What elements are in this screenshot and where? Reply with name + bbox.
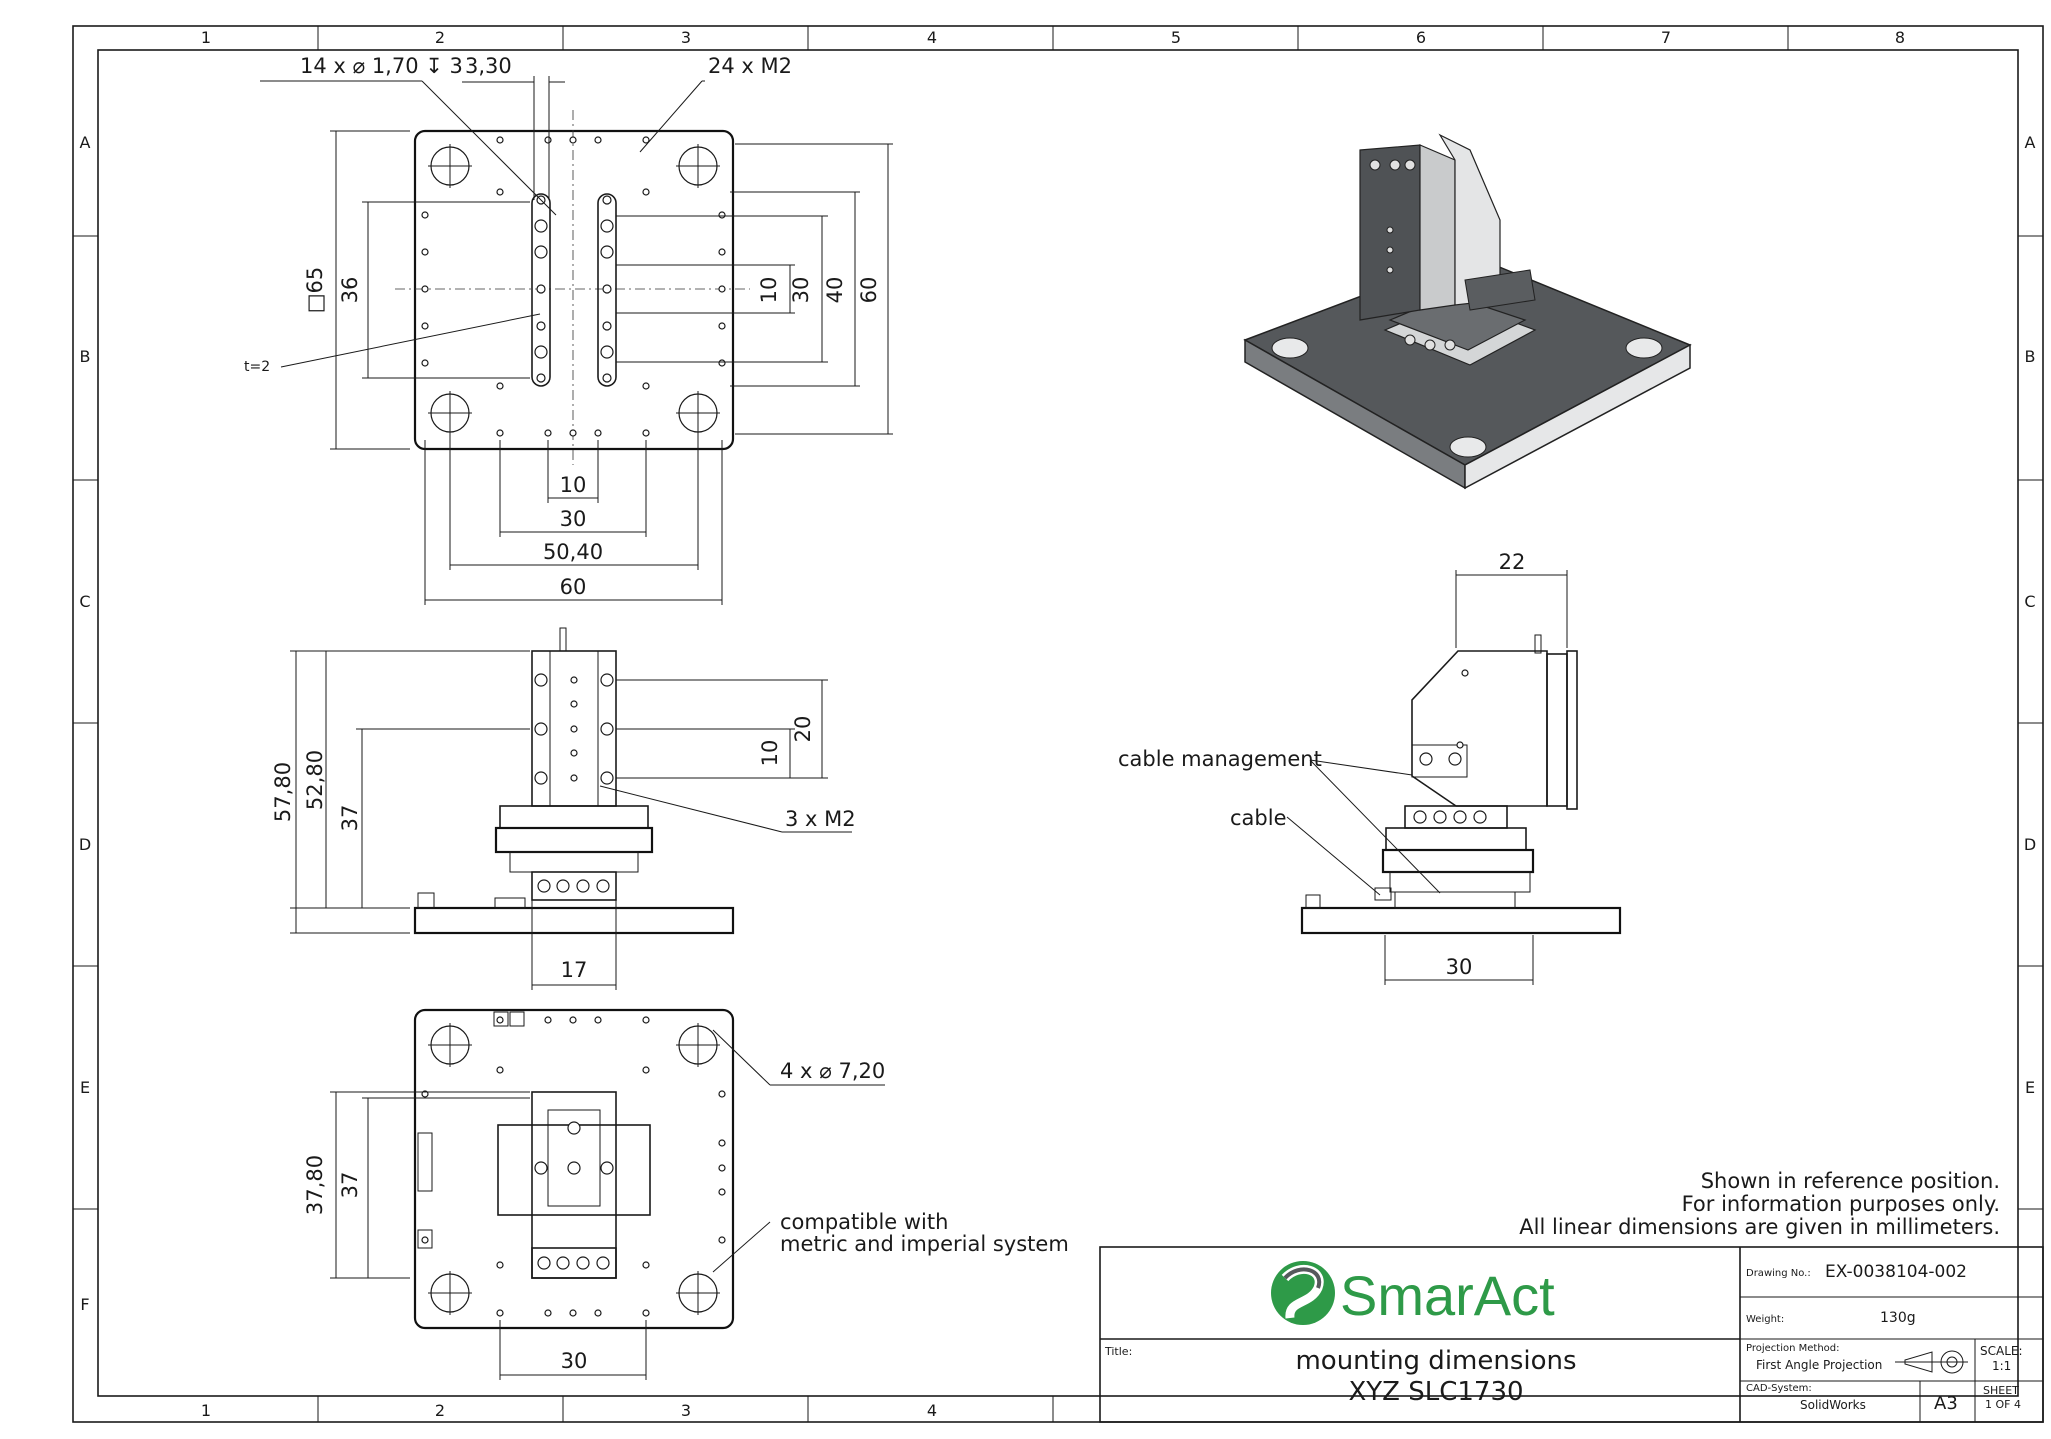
- sheet-label: SHEET: [1983, 1384, 2019, 1397]
- weight-label: Weight:: [1746, 1314, 1784, 1325]
- row-label-left-d: D: [79, 835, 91, 854]
- dim-60-horizontal: 60: [560, 575, 587, 599]
- dim-40-vertical: 40: [823, 277, 847, 304]
- dim-60-vertical: 60: [857, 277, 881, 304]
- front-view-baseplate: [413, 906, 735, 935]
- zone-labels: 1 2 3 4 5 6 7 8 1 2 3 4 A B C D E F A B …: [79, 28, 2036, 1420]
- dim-17: 17: [561, 958, 588, 982]
- side-view-baseplate: [1300, 906, 1622, 935]
- mounting-slot: [531, 193, 551, 387]
- dim-3-30: 3,30: [465, 54, 512, 78]
- bottom-view-plate: [413, 1008, 735, 1330]
- sheet-value: 1 OF 4: [1985, 1398, 2021, 1411]
- side-view-bracket: [1411, 650, 1548, 807]
- dim-37-80: 37,80: [303, 1155, 327, 1215]
- col-label-top-6: 6: [1416, 28, 1426, 47]
- dim-22: 22: [1499, 550, 1526, 574]
- dim-30-vertical: 30: [789, 277, 813, 304]
- isometric-view: [1243, 133, 1692, 490]
- row-label-right-a: A: [2025, 133, 2036, 152]
- front-view: 57,80 52,80 37 20 10 3 x M2 17: [271, 627, 856, 990]
- callout-hole-pattern: 14 x ⌀ 1,70 ↧ 3: [300, 54, 463, 78]
- bottom-view: 37,80 37 4 x ⌀ 7,20 compatible with metr…: [303, 1008, 1069, 1380]
- dim-50-40: 50,40: [543, 540, 603, 564]
- callout-hole-7-20: 4 x ⌀ 7,20: [780, 1059, 885, 1083]
- col-label-bottom-1: 1: [201, 1401, 211, 1420]
- callout-thread-3xM2: 3 x M2: [785, 807, 856, 831]
- dim-10-horizontal: 10: [560, 473, 587, 497]
- row-label-right-b: B: [2025, 347, 2036, 366]
- title-line1: mounting dimensions: [1295, 1346, 1576, 1376]
- dim-52-80: 52,80: [303, 750, 327, 810]
- col-label-top-5: 5: [1171, 28, 1181, 47]
- top-view: 14 x ⌀ 1,70 ↧ 3 3,30 24 x M2 □65 36 10 3…: [244, 54, 893, 605]
- dim-37: 37: [338, 805, 362, 832]
- note-line3: All linear dimensions are given in milli…: [1519, 1215, 2000, 1239]
- dim-57-80: 57,80: [271, 762, 295, 822]
- mounting-slot: [597, 193, 617, 387]
- zone-grid: [73, 26, 2043, 1422]
- row-label-left-a: A: [80, 133, 91, 152]
- dim-square-65: □65: [303, 267, 327, 314]
- dim-37-bottom: 37: [338, 1172, 362, 1199]
- title-line2: XYZ SLC1730: [1348, 1377, 1523, 1407]
- col-label-bottom-4: 4: [927, 1401, 937, 1420]
- general-notes: Shown in reference position. For informa…: [1519, 1169, 2000, 1239]
- side-view: 22 cable management cable 30: [1118, 550, 1622, 985]
- top-view-plate: [413, 129, 735, 451]
- callout-thickness: t=2: [244, 359, 270, 375]
- dim-36: 36: [338, 277, 362, 304]
- format-value: A3: [1934, 1393, 1958, 1414]
- smaract-logo: SmarAct: [1271, 1261, 1555, 1327]
- title-block: SmarAct Title: mounting dimensions XYZ S…: [1099, 1246, 2044, 1423]
- row-label-left-f: F: [80, 1295, 89, 1314]
- dim-20: 20: [791, 716, 815, 743]
- col-label-bottom-2: 2: [435, 1401, 445, 1420]
- col-label-top-1: 1: [201, 28, 211, 47]
- callout-thread-24xM2: 24 x M2: [708, 54, 792, 78]
- row-label-left-c: C: [79, 592, 90, 611]
- note-line2: For information purposes only.: [1682, 1192, 2000, 1216]
- front-view-y-stage: [499, 805, 649, 829]
- projection-value: First Angle Projection: [1756, 1358, 1882, 1372]
- title-label: Title:: [1104, 1345, 1132, 1358]
- col-label-top-7: 7: [1661, 28, 1671, 47]
- weight-value: 130g: [1880, 1310, 1916, 1326]
- col-label-top-4: 4: [927, 28, 937, 47]
- first-angle-projection-icon: [1895, 1350, 1968, 1374]
- outer-frame: [72, 25, 2044, 1423]
- front-view-x-stage: [494, 826, 654, 854]
- label-cable: cable: [1230, 806, 1287, 830]
- scale-value: 1:1: [1992, 1359, 2011, 1373]
- row-label-right-e: E: [2025, 1078, 2035, 1097]
- dim-30-bottom: 30: [561, 1349, 588, 1373]
- cad-value: SolidWorks: [1800, 1398, 1866, 1412]
- dim-30-side: 30: [1446, 955, 1473, 979]
- dim-10-vertical: 10: [757, 277, 781, 304]
- col-label-top-8: 8: [1895, 28, 1905, 47]
- col-label-top-3: 3: [681, 28, 691, 47]
- row-label-left-b: B: [80, 347, 91, 366]
- dim-30-horizontal: 30: [560, 507, 587, 531]
- col-label-bottom-3: 3: [681, 1401, 691, 1420]
- drawing-no-label: Drawing No.:: [1746, 1268, 1811, 1279]
- row-label-right-d: D: [2024, 835, 2036, 854]
- col-label-top-2: 2: [435, 28, 445, 47]
- threaded-holes: [421, 136, 726, 437]
- compat-note-line1: compatible with: [780, 1210, 948, 1234]
- note-line1: Shown in reference position.: [1701, 1169, 2000, 1193]
- projection-label: Projection Method:: [1746, 1343, 1840, 1354]
- dim-10: 10: [758, 740, 782, 767]
- scale-label: SCALE:: [1980, 1344, 2023, 1358]
- bottom-view-stage-outline: [531, 1091, 617, 1279]
- label-cable-management: cable management: [1118, 747, 1322, 771]
- row-label-left-e: E: [80, 1078, 90, 1097]
- logo-text: SmarAct: [1340, 1264, 1555, 1327]
- compat-note-line2: metric and imperial system: [780, 1232, 1069, 1256]
- row-label-right-c: C: [2024, 592, 2035, 611]
- cad-label: CAD-System:: [1746, 1383, 1812, 1394]
- drawing-no: EX-0038104-002: [1825, 1262, 1967, 1282]
